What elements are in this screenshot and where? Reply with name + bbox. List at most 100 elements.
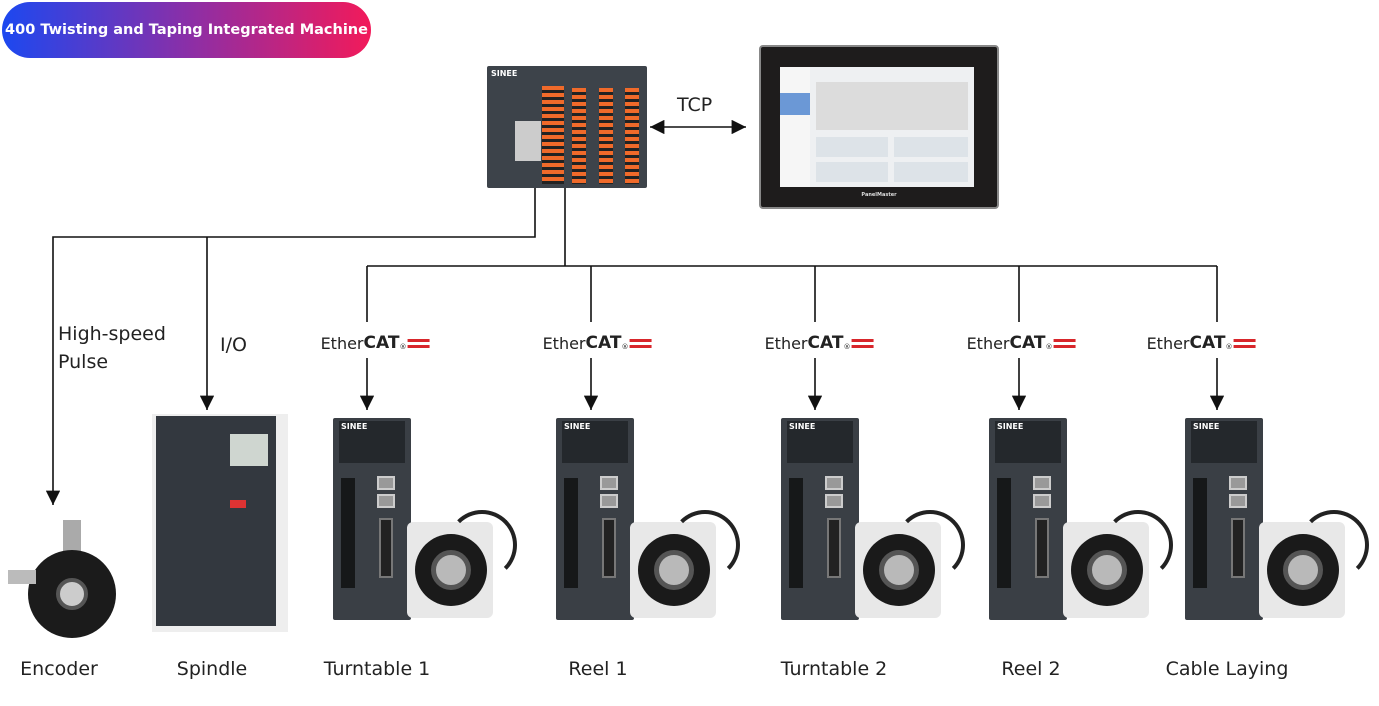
drive-display-panel bbox=[995, 421, 1061, 463]
drive-db-connector bbox=[1231, 518, 1245, 578]
drive-display-panel bbox=[1191, 421, 1257, 463]
drive-display-panel bbox=[562, 421, 628, 463]
ethercat-prefix: Ether bbox=[1146, 333, 1190, 353]
plc-brand: SINEE bbox=[491, 69, 518, 78]
spindle-inverter bbox=[152, 414, 288, 632]
hmi-panel: PanelMaster bbox=[759, 45, 999, 209]
motor-cable bbox=[1299, 510, 1369, 580]
servo-motor bbox=[630, 510, 740, 618]
motor-cable bbox=[895, 510, 965, 580]
hmi-status-card bbox=[894, 137, 968, 157]
drive-db-connector bbox=[379, 518, 393, 578]
drive-brand: SINEE bbox=[341, 422, 368, 431]
ethercat-arrows-icon bbox=[407, 336, 430, 350]
ethercat-suffix: CAT bbox=[585, 333, 622, 353]
drive-ethernet-port bbox=[600, 494, 618, 508]
pulse-line bbox=[45, 188, 536, 505]
registered-icon: ® bbox=[1045, 343, 1053, 351]
ethercat-arrows-icon bbox=[1233, 336, 1256, 350]
hmi-sidebar bbox=[780, 67, 810, 187]
ethercat-arrows-icon bbox=[629, 336, 652, 350]
ethercat-suffix: CAT bbox=[1009, 333, 1046, 353]
drive-ethernet-port bbox=[377, 494, 395, 508]
servo-drive: SINEE bbox=[1185, 418, 1263, 620]
registered-icon: ® bbox=[1225, 343, 1233, 351]
registered-icon: ® bbox=[843, 343, 851, 351]
registered-icon: ® bbox=[399, 343, 407, 351]
plc-terminal-block bbox=[542, 86, 564, 184]
drive-db-connector bbox=[827, 518, 841, 578]
servo-drive: SINEE bbox=[333, 418, 411, 620]
ethercat-bus bbox=[367, 188, 1217, 267]
hmi-sidebar-active-item bbox=[780, 93, 810, 115]
drive-db-connector bbox=[1035, 518, 1049, 578]
drive-ethernet-port bbox=[825, 476, 843, 490]
motor-cable bbox=[1103, 510, 1173, 580]
drive-db-connector bbox=[602, 518, 616, 578]
encoder-connector bbox=[63, 520, 81, 554]
tcp-label: TCP bbox=[677, 94, 713, 116]
motor-shaft bbox=[431, 550, 471, 590]
io-label: I/O bbox=[220, 334, 247, 356]
diagram-title: 400 Twisting and Taping Integrated Machi… bbox=[2, 2, 371, 58]
drive-ethernet-port bbox=[600, 476, 618, 490]
motor-shaft bbox=[879, 550, 919, 590]
drive-ethernet-port bbox=[1229, 494, 1247, 508]
device-label: Encoder bbox=[20, 658, 98, 680]
drive-terminal bbox=[341, 478, 355, 588]
ethercat-arrows-icon bbox=[1053, 336, 1076, 350]
ethercat-prefix: Ether bbox=[966, 333, 1010, 353]
encoder-bracket bbox=[8, 570, 36, 584]
drive-brand: SINEE bbox=[789, 422, 816, 431]
ethercat-suffix: CAT bbox=[1189, 333, 1226, 353]
device-label: Reel 1 bbox=[568, 658, 628, 680]
drive-terminal bbox=[564, 478, 578, 588]
hmi-machine-overview bbox=[816, 82, 968, 130]
hmi-status-card bbox=[894, 162, 968, 182]
ethercat-prefix: Ether bbox=[764, 333, 808, 353]
registered-icon: ® bbox=[621, 343, 629, 351]
device-label: Cable Laying bbox=[1165, 658, 1289, 680]
hmi-status-card bbox=[816, 137, 888, 157]
plc-controller: SINEE bbox=[487, 66, 647, 188]
pulse-label-line2: Pulse bbox=[58, 351, 109, 373]
plc-io-module bbox=[599, 88, 613, 184]
drive-brand: SINEE bbox=[997, 422, 1024, 431]
motor-shaft bbox=[1283, 550, 1323, 590]
ethercat-prefix: Ether bbox=[320, 333, 364, 353]
servo-motor bbox=[855, 510, 965, 618]
ethercat-suffix: CAT bbox=[807, 333, 844, 353]
ethercat-arrows-icon bbox=[851, 336, 874, 350]
motor-cable bbox=[447, 510, 517, 580]
device-label: Reel 2 bbox=[1001, 658, 1061, 680]
drive-display-panel bbox=[787, 421, 853, 463]
motor-shaft bbox=[1087, 550, 1127, 590]
servo-drive: SINEE bbox=[781, 418, 859, 620]
plc-ethernet-ports bbox=[515, 121, 541, 161]
servo-motor bbox=[407, 510, 517, 618]
drive-ethernet-port bbox=[1033, 476, 1051, 490]
motor-shaft bbox=[654, 550, 694, 590]
device-label: Turntable 2 bbox=[780, 658, 888, 680]
hmi-screen bbox=[780, 67, 974, 187]
device-label: Turntable 1 bbox=[323, 658, 431, 680]
servo-motor bbox=[1063, 510, 1173, 618]
hmi-brand: PanelMaster bbox=[861, 192, 897, 198]
drive-ethernet-port bbox=[1033, 494, 1051, 508]
ethercat-prefix: Ether bbox=[542, 333, 586, 353]
hmi-status-card bbox=[816, 162, 888, 182]
drive-brand: SINEE bbox=[564, 422, 591, 431]
drive-brand: SINEE bbox=[1193, 422, 1220, 431]
plc-io-module bbox=[572, 88, 586, 184]
servo-motor bbox=[1259, 510, 1369, 618]
drive-terminal bbox=[789, 478, 803, 588]
drive-terminal bbox=[997, 478, 1011, 588]
drive-ethernet-port bbox=[1229, 476, 1247, 490]
inverter-stop-key bbox=[230, 500, 246, 508]
drive-display-panel bbox=[339, 421, 405, 463]
